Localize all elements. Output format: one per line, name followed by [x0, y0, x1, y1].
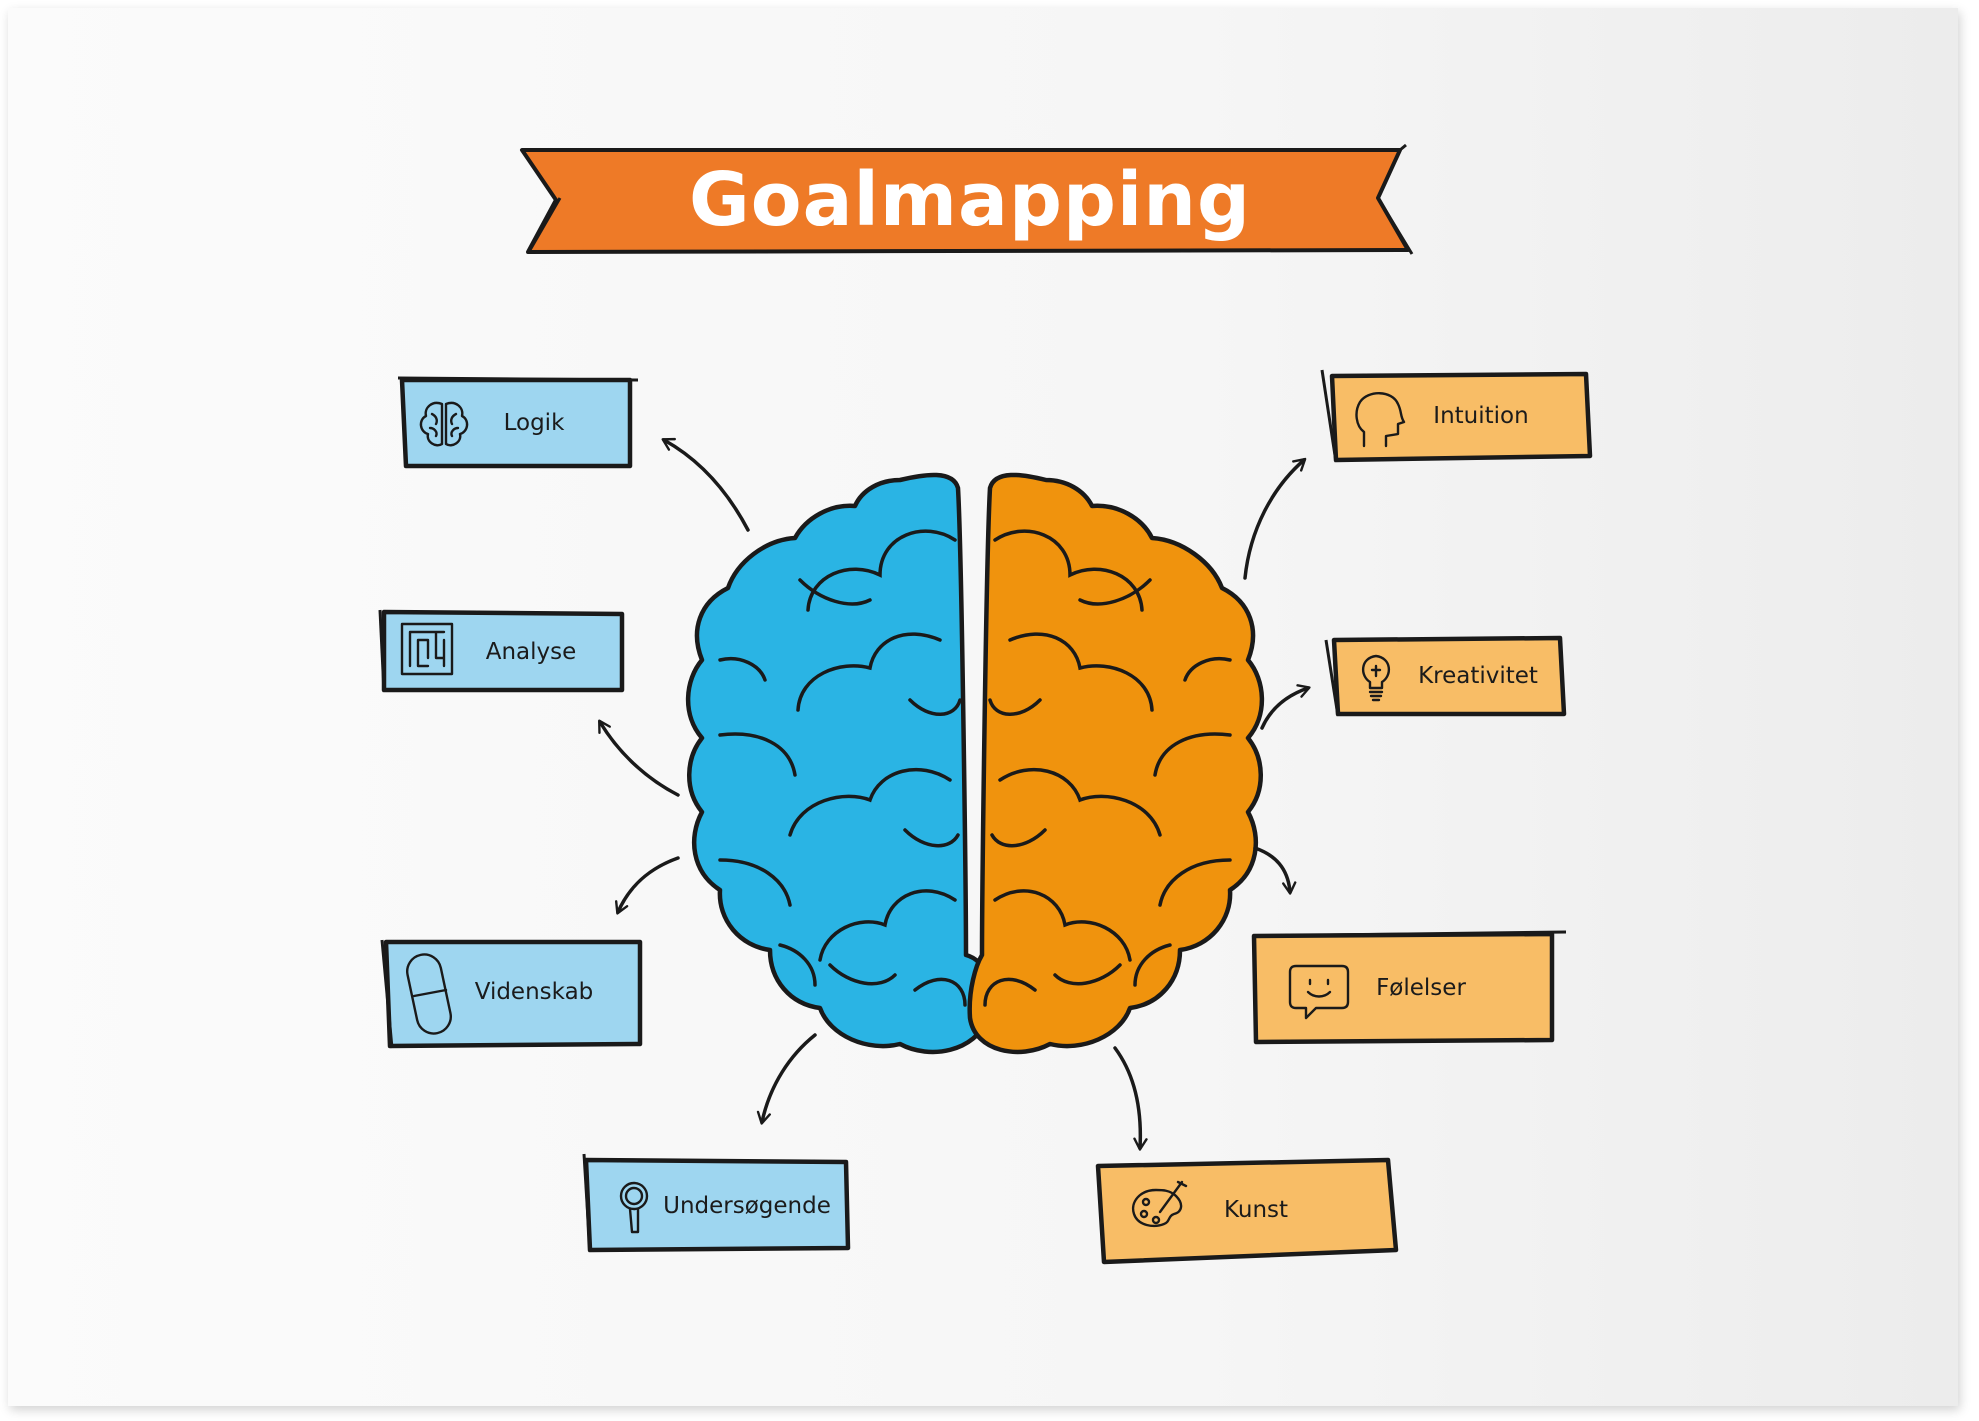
speech-smile-icon	[1288, 964, 1350, 1020]
box-logik	[397, 376, 639, 469]
magnifier-icon	[619, 1181, 649, 1234]
left-brain-hemisphere	[685, 472, 995, 1055]
brain-icon	[419, 401, 469, 447]
box-label-kunst: Kunst	[1223, 1197, 1289, 1223]
box-label-kreativitet: Kreativitet	[1418, 663, 1538, 689]
head-icon	[1355, 392, 1406, 448]
box-label-folelser: Følelser	[1376, 975, 1466, 1001]
palette-icon	[1131, 1180, 1188, 1228]
lightbulb-icon	[1362, 654, 1390, 702]
arrows	[598, 437, 1311, 1151]
box-label-analyse: Analyse	[485, 639, 577, 665]
maze-icon	[400, 622, 454, 676]
right-brain-hemisphere	[967, 472, 1265, 1055]
arrow-to-videnskab	[614, 856, 680, 915]
box-label-intuition: Intuition	[1433, 403, 1529, 429]
arrow-to-kreativitet	[1260, 684, 1311, 730]
arrow-to-intuition	[1243, 457, 1307, 580]
box-label-logik: Logik	[503, 410, 565, 436]
box-label-videnskab: Videnskab	[474, 979, 594, 1005]
capsule-icon	[406, 953, 452, 1035]
arrow-to-analyse	[598, 719, 680, 797]
box-kreativitet	[1324, 635, 1567, 717]
arrow-to-kunst	[1113, 1046, 1148, 1151]
title-banner	[520, 143, 1414, 255]
box-folelser	[1251, 930, 1567, 1045]
page-title: Goalmapping	[689, 157, 1251, 243]
box-label-undersogende: Undersøgende	[663, 1193, 831, 1219]
arrow-to-undersogende	[756, 1033, 817, 1125]
box-intuition	[1320, 369, 1593, 463]
box-kunst	[1095, 1157, 1399, 1265]
arrow-to-folelser	[1253, 846, 1297, 895]
box-undersogende	[582, 1153, 851, 1253]
arrow-to-logik	[661, 437, 750, 532]
